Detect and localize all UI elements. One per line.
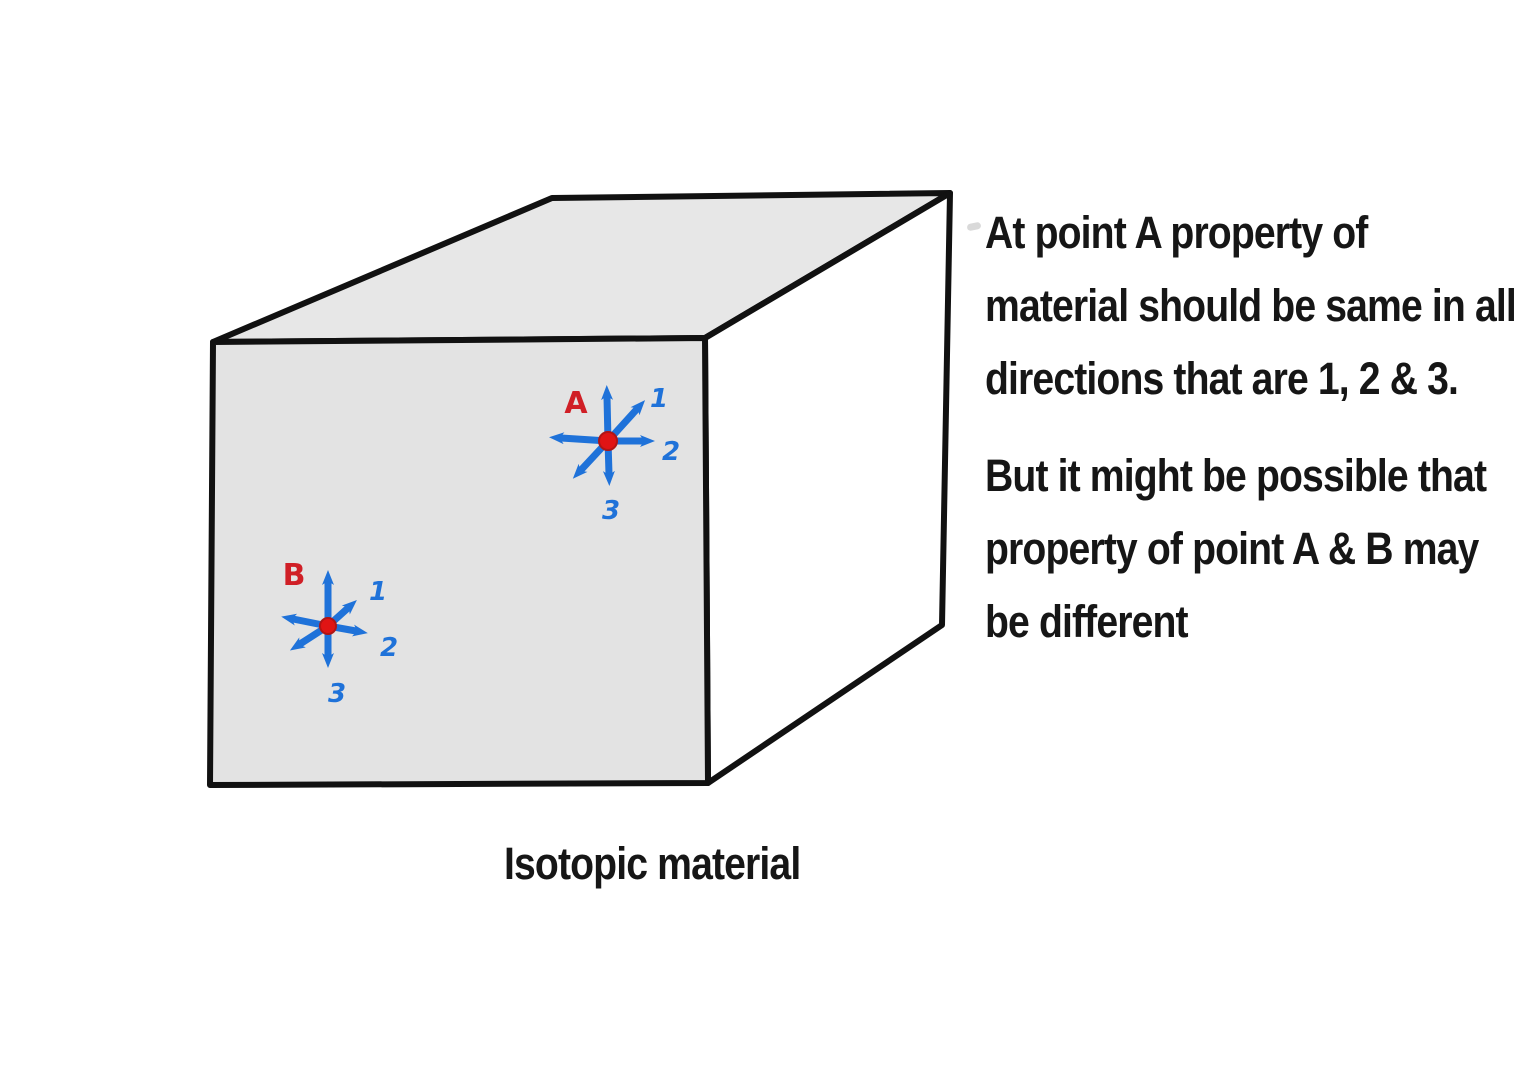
note-line: property of point A & B may [985,523,1479,574]
point-a-star: A 1 2 3 [549,384,680,526]
point-b-dir2-label: 2 [380,633,398,663]
point-b-dir1-label: 1 [369,577,387,607]
point-a-dir3-label: 3 [602,496,620,526]
point-a-dot [598,431,618,451]
point-b-star: B 1 2 3 [281,558,398,709]
note-paragraph-1: At point A property of material should b… [985,196,1536,415]
box-front-face [207,335,711,788]
note-line: But it might be possible that [985,450,1487,501]
note-line: be different [985,596,1189,647]
material-box [207,190,953,788]
note-paragraph-2: But it might be possible that property o… [985,439,1536,658]
point-a-dir2-label: 2 [662,437,680,467]
note-line: material should be same in all [985,280,1517,331]
notes-block: At point A property of material should b… [985,196,1536,658]
figure-caption: Isotopic material [504,838,801,889]
point-b-dot [319,617,337,635]
point-b-label: B [283,558,306,593]
point-b-dir3-label: 3 [328,679,346,709]
note-line: At point A property of [985,207,1368,258]
point-a-label: A [564,386,588,421]
note-line: directions that are 1, 2 & 3. [985,353,1459,404]
point-a-dir1-label: 1 [650,384,668,414]
